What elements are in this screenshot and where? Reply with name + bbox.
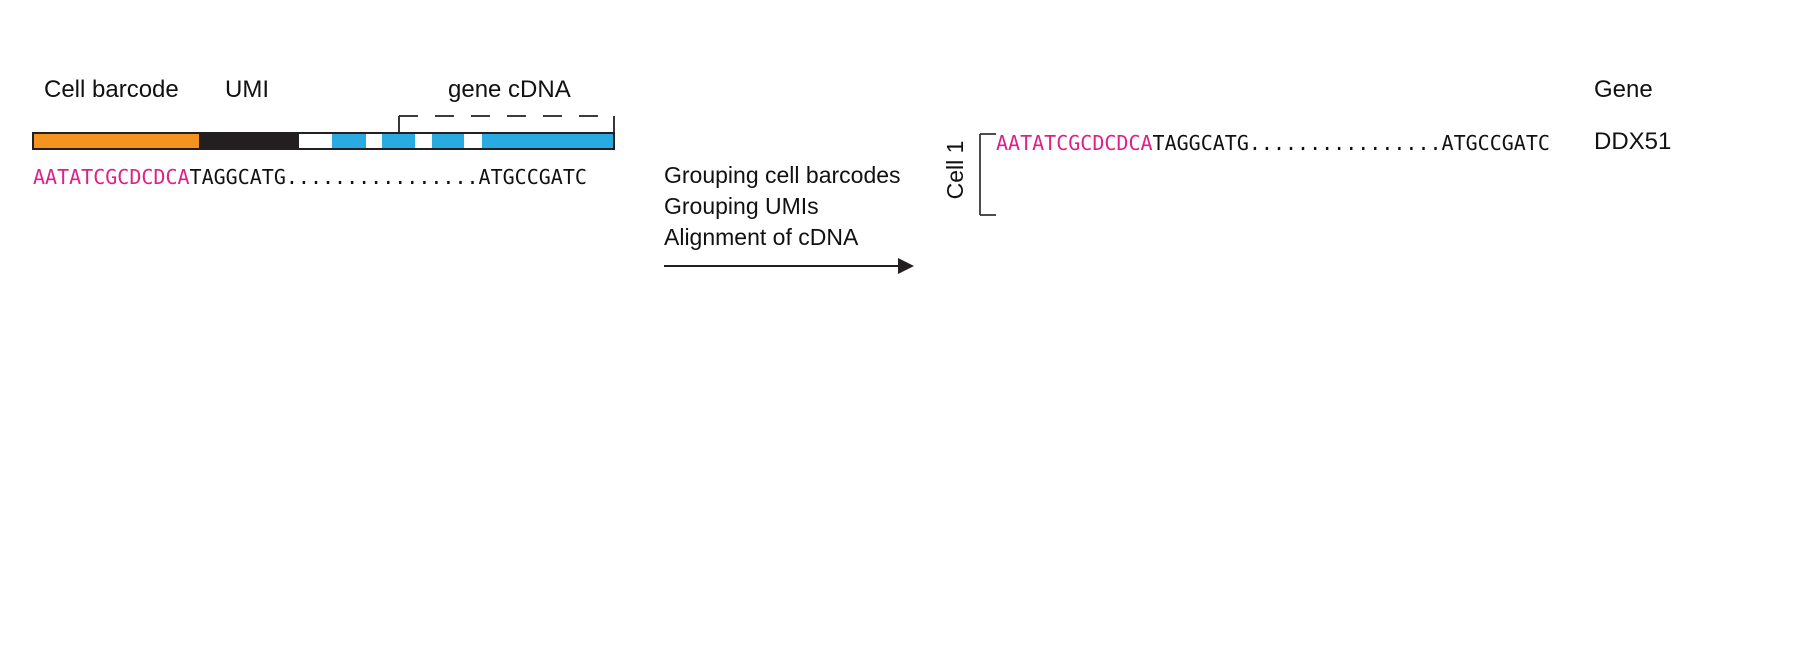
cdna-exon-segment	[482, 133, 614, 149]
cell-barcode-segment	[33, 133, 199, 149]
gene-cdna-bracket	[398, 115, 615, 133]
cdna-exon-segment	[382, 133, 415, 149]
read-bar	[32, 132, 615, 150]
cell-bracket	[979, 133, 996, 216]
read-remaining-sequence: TAGGCATG................ATGCCGATC	[189, 165, 587, 189]
umi-label: UMI	[225, 76, 269, 103]
result-remaining-sequence: TAGGCATG................ATGCCGATC	[1152, 131, 1550, 155]
cell-barcode-label: Cell barcode	[44, 76, 179, 103]
cdna-exon-segment	[332, 133, 366, 149]
read-bar-outline	[32, 132, 615, 150]
gene-header: Gene	[1594, 76, 1653, 103]
cdna-gap-segment	[299, 133, 332, 149]
gene-cdna-label: gene cDNA	[448, 76, 571, 103]
cell-label: Cell 1	[942, 140, 968, 200]
umi-segment	[199, 133, 299, 149]
result-barcode-sequence: AATATCGCDCDCA	[996, 131, 1153, 155]
cdna-gap-segment	[366, 133, 382, 149]
cdna-exon-segment	[432, 133, 464, 149]
cdna-gap-segment	[464, 133, 482, 149]
cdna-gap-segment	[415, 133, 432, 149]
read-sequence: AATATCGCDCDCATAGGCATG................ATG…	[33, 165, 587, 189]
result-sequence: AATATCGCDCDCATAGGCATG................ATG…	[996, 131, 1550, 155]
process-steps: Grouping cell barcodes Grouping UMIs Ali…	[664, 160, 901, 253]
process-step: Alignment of cDNA	[664, 224, 859, 250]
gene-name: DDX51	[1594, 128, 1672, 155]
read-barcode-sequence: AATATCGCDCDCA	[33, 165, 190, 189]
process-step: Grouping cell barcodes	[664, 162, 901, 188]
process-arrow	[664, 258, 914, 274]
process-step: Grouping UMIs	[664, 193, 819, 219]
